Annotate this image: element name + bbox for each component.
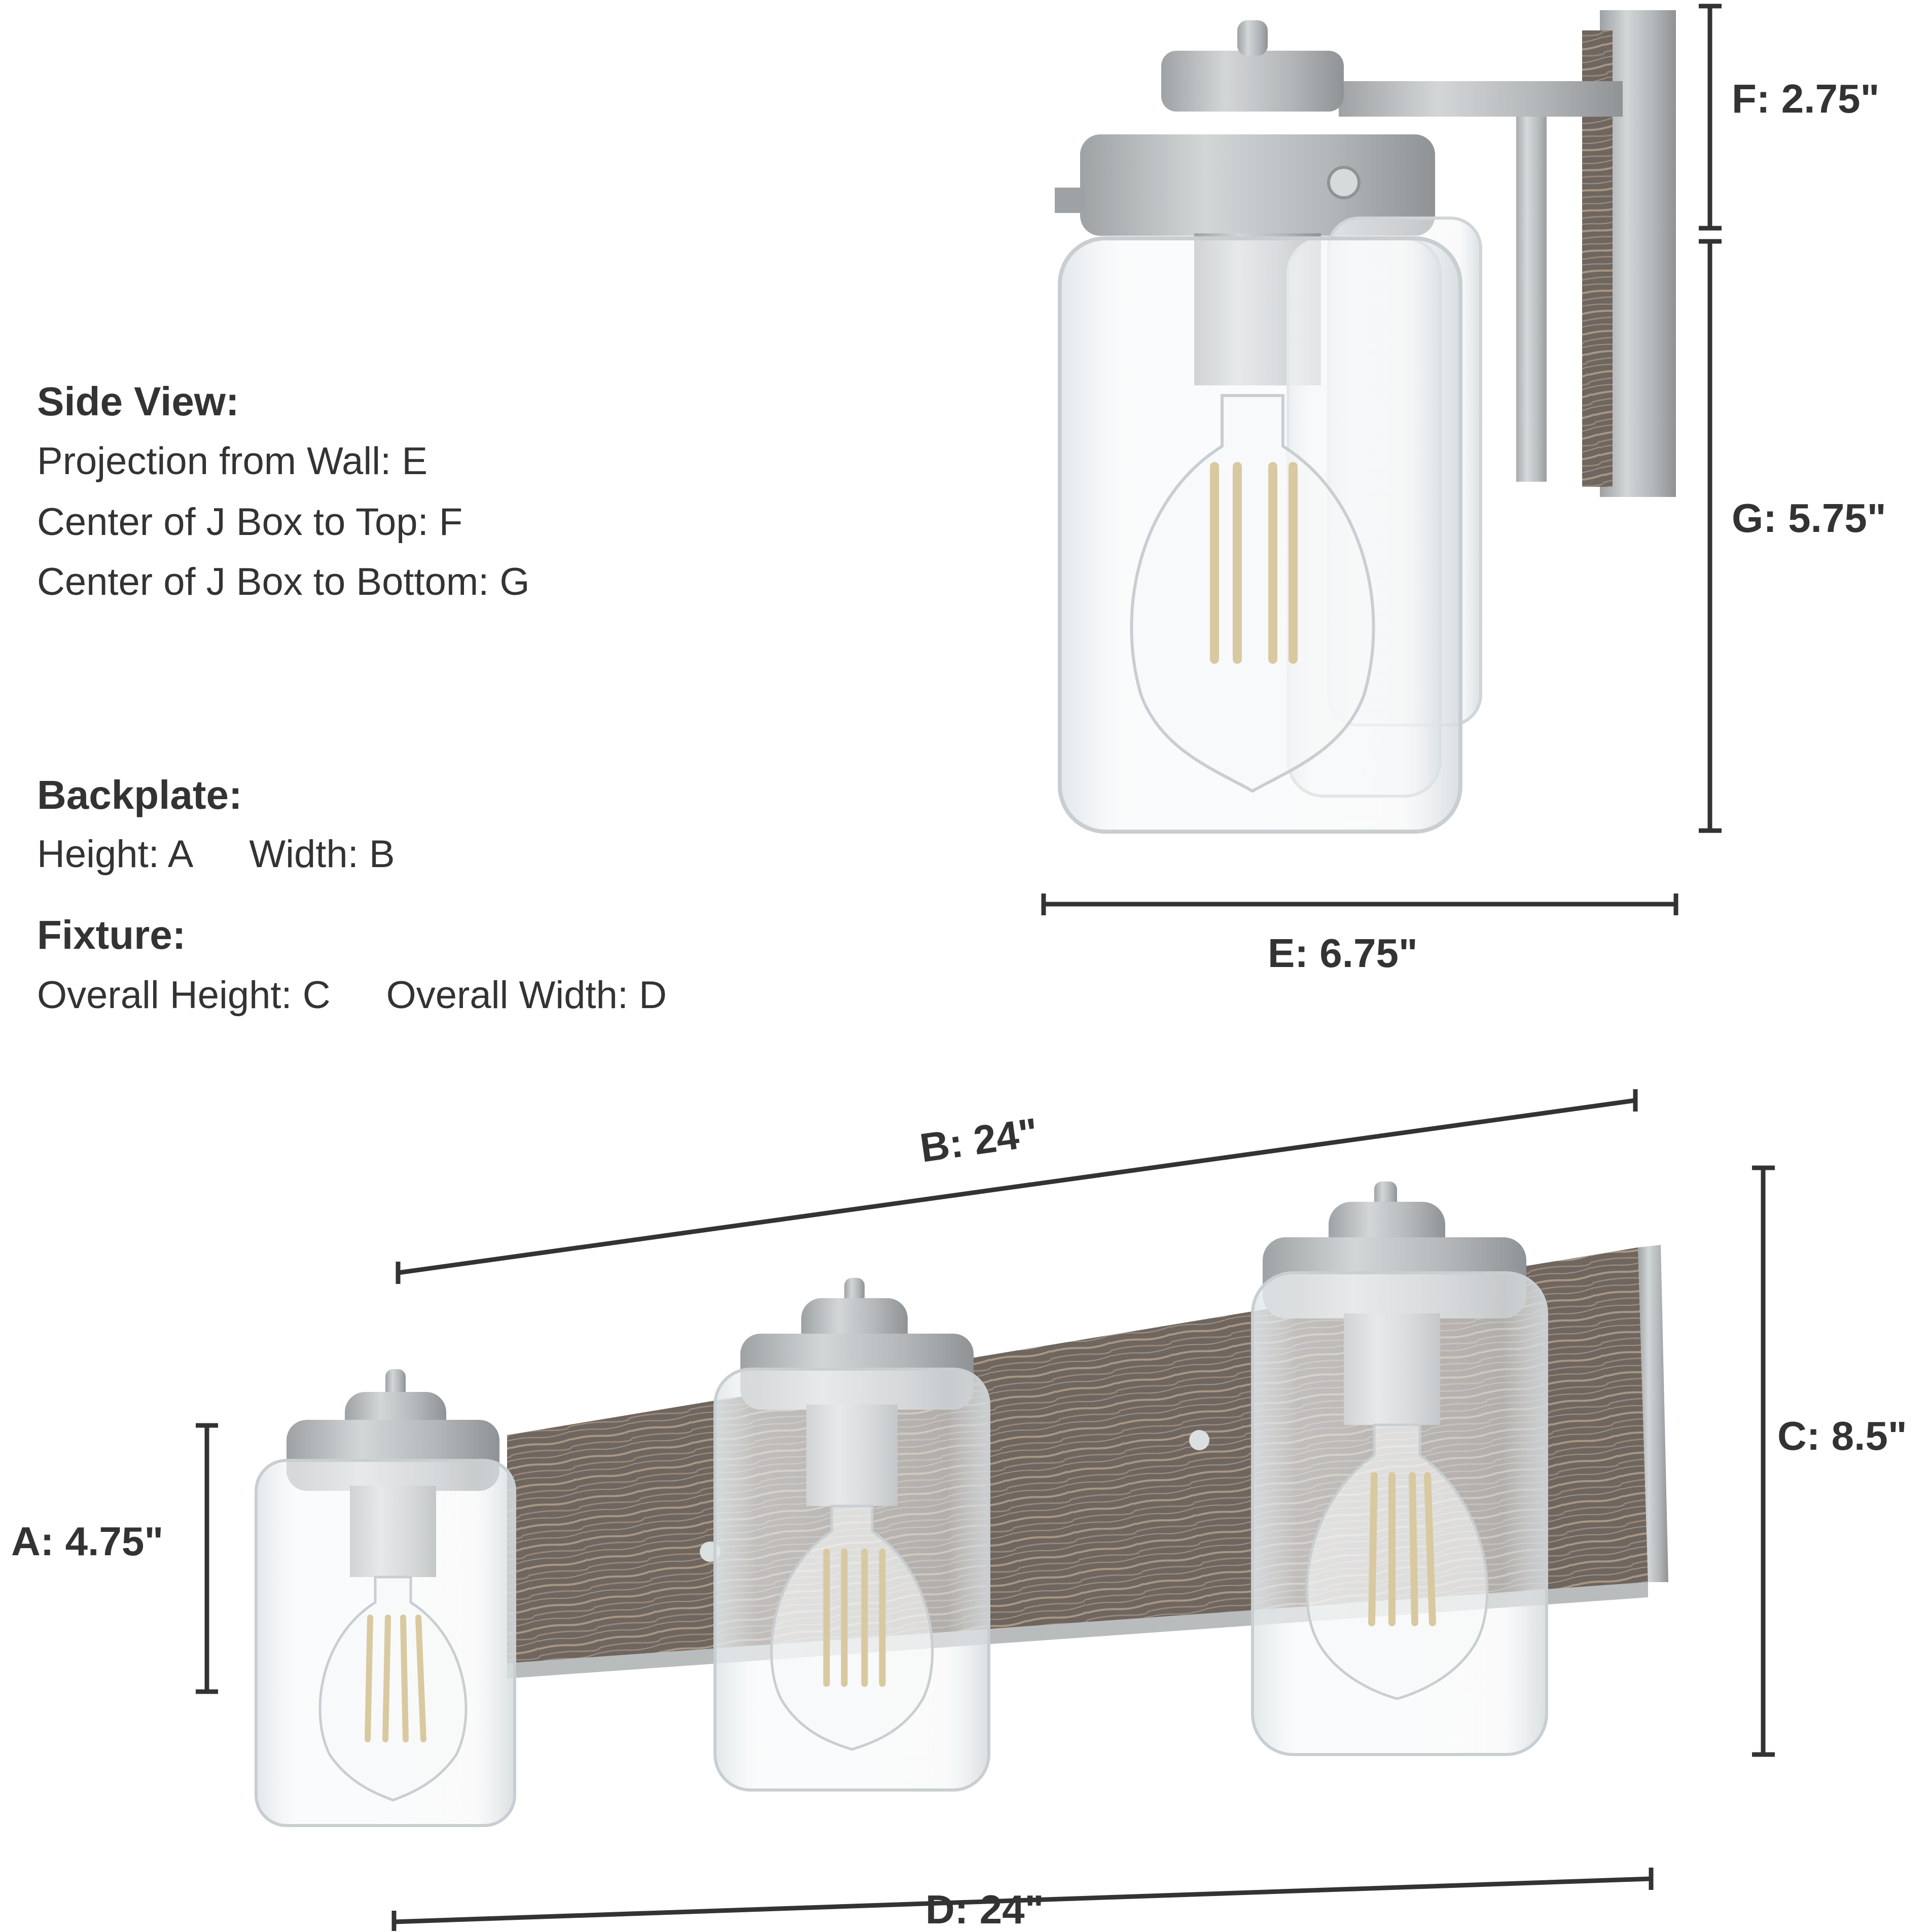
dim-e-label: E: 6.75" — [1268, 931, 1418, 976]
side-view-line-jbox-bottom: Center of J Box to Bottom: G — [37, 560, 530, 603]
fixture-overall-height: Overall Height: C — [37, 974, 331, 1017]
fixture-dimensions: Overall Height: C Overall Width: D — [37, 976, 667, 1015]
side-view-fixture — [1055, 10, 1676, 834]
backplate-heading: Backplate: — [37, 772, 242, 817]
dim-a-label: A: 4.75" — [11, 1519, 164, 1564]
side-view-heading: Side View: — [37, 379, 239, 424]
fixture-overall-width: Overall Width: D — [386, 974, 667, 1017]
backplate-width: Width: B — [249, 833, 395, 876]
backplate-dimensions: Height: A Width: B — [37, 835, 395, 874]
light-3 — [1251, 1182, 1548, 1756]
backplate-height: Height: A — [37, 833, 194, 876]
front-view-fixture — [255, 1182, 1668, 1827]
dimension-lines — [196, 4, 1775, 1931]
dim-g-label: G: 5.75" — [1732, 495, 1886, 541]
dim-d-label: D: 24" — [925, 1887, 1044, 1932]
dim-f-label: F: 2.75" — [1732, 76, 1880, 121]
light-1 — [255, 1369, 516, 1827]
side-view-line-projection: Projection from Wall: E — [37, 440, 428, 483]
dim-c-label: C: 8.5" — [1777, 1413, 1907, 1458]
dim-b-line — [398, 1098, 1636, 1275]
fixture-heading: Fixture: — [37, 912, 186, 957]
side-view-line-jbox-top: Center of J Box to Top: F — [37, 500, 463, 544]
dim-d-line — [394, 1876, 1652, 1924]
light-2 — [713, 1278, 990, 1792]
